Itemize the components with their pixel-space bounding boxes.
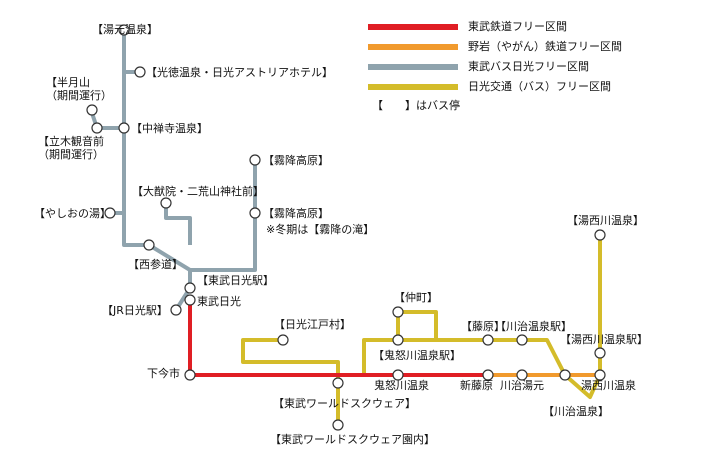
station-markers bbox=[86, 24, 606, 431]
legend-swatch bbox=[368, 24, 458, 30]
station-shinfujiwara bbox=[482, 369, 494, 381]
stop-kirifuri-kogen2 bbox=[249, 207, 261, 219]
label-chuzenji: 【中禅寺温泉】 bbox=[131, 122, 208, 135]
label-fujiwara-bus: 【藤原】 bbox=[461, 320, 505, 333]
label-yashio: 【やしおの湯】 bbox=[34, 207, 111, 220]
station-kinugawa bbox=[392, 369, 404, 381]
legend-swatch bbox=[368, 84, 458, 90]
label-yumoto: 【湯元温泉】 bbox=[92, 23, 158, 36]
route-taiyuin bbox=[164, 203, 192, 245]
legend-label: 東武鉄道フリー区間 bbox=[468, 20, 567, 33]
label-nishisando: 【西参道】 bbox=[128, 258, 183, 271]
station-shimoimaichi bbox=[184, 369, 196, 381]
label-kirifuri-note: ※冬期は【霧降の滝】 bbox=[266, 223, 375, 236]
label-kawaji: 川治湯元 bbox=[500, 379, 544, 392]
legend-swatch bbox=[368, 44, 458, 50]
stop-kotoku bbox=[134, 66, 146, 78]
legend-item-tobu-bus: 東武バス日光フリー区間 bbox=[368, 59, 668, 75]
stop-tobunikko-bus bbox=[184, 282, 196, 294]
station-kawaji bbox=[516, 369, 528, 381]
stop-kinugawa-bus bbox=[392, 334, 404, 346]
label-kirifuri1: 【霧降高原】 bbox=[263, 154, 329, 167]
stop-chuzenji bbox=[118, 122, 130, 134]
legend-swatch bbox=[368, 64, 458, 70]
route-edomura-loop bbox=[241, 338, 340, 383]
label-kinugawa-bus: 【鬼怒川温泉駅】 bbox=[373, 349, 461, 362]
route-kirifuri bbox=[190, 160, 257, 272]
label-kotoku: 【光徳温泉・日光アストリアホテル】 bbox=[146, 66, 333, 79]
tobu-railway bbox=[188, 300, 488, 377]
legend-item-nikko-kotsu: 日光交通（バス）フリー区間 bbox=[368, 79, 668, 95]
stop-edomura bbox=[277, 334, 289, 346]
label-jrnikko: 【JR日光駅】 bbox=[102, 304, 168, 317]
station-yunishigawa bbox=[594, 369, 606, 381]
station-tobunikko bbox=[184, 294, 196, 306]
label-kawaji-onsen-bus: 【川治温泉】 bbox=[543, 405, 609, 418]
label-world: 【東武ワールドスクウェア】 bbox=[273, 397, 416, 410]
stop-yumoto bbox=[118, 24, 130, 36]
legend-item-yagan-railway: 野岩（やがん）鉄道フリー区間 bbox=[368, 39, 668, 55]
stop-nishisando bbox=[143, 239, 155, 251]
legend-label: 東武バス日光フリー区間 bbox=[468, 60, 589, 73]
legend-label: 日光交通（バス）フリー区間 bbox=[468, 80, 611, 93]
label-nakamachi: 【仲町】 bbox=[394, 291, 438, 304]
stop-kirifuri-kogen1 bbox=[249, 154, 261, 166]
route-yunishigawa bbox=[563, 235, 602, 399]
label-kawaji-bus: 【川治温泉駅】 bbox=[495, 320, 572, 333]
label-shinfujiwara: 新藤原 bbox=[460, 379, 493, 392]
stop-yunishigawa-stn bbox=[594, 347, 606, 359]
stop-yashio bbox=[104, 207, 116, 219]
stop-kawaji-stn bbox=[516, 334, 528, 346]
label-yunishigawa: 湯西川温泉 bbox=[581, 379, 636, 392]
stop-jrnikko bbox=[170, 304, 182, 316]
stop-nakamachi bbox=[392, 306, 404, 318]
label-kirifuri2: 【霧降高原】 bbox=[263, 207, 329, 220]
stop-fujiwara bbox=[482, 334, 494, 346]
label-taiyuin: 【大猷院・二荒山神社前】 bbox=[132, 185, 264, 198]
legend-label: 野岩（やがん）鉄道フリー区間 bbox=[468, 40, 622, 53]
label-tobunikko-bus: 【東武日光駅】 bbox=[197, 274, 274, 287]
label-tachiki: 【立木観音前 （期間運行） bbox=[38, 135, 104, 161]
label-shimoimaichi: 下今市 bbox=[147, 367, 180, 380]
label-edomura: 【日光江戸村】 bbox=[274, 318, 351, 331]
route-yumoto-chuzenji bbox=[122, 30, 149, 247]
stop-taiyuin bbox=[160, 197, 172, 209]
stop-yunishigawa-onsen bbox=[594, 229, 606, 241]
stop-tachiki bbox=[91, 122, 103, 134]
label-hangetsu: 【半月山 （期間運行） bbox=[46, 76, 112, 102]
label-yunishigawa-stn-bus: 【湯西川温泉駅】 bbox=[560, 333, 648, 346]
stop-world-in bbox=[332, 419, 344, 431]
label-kinugawa: 鬼怒川温泉 bbox=[374, 379, 429, 392]
stop-kawaji-onsen bbox=[559, 369, 571, 381]
route-nakamachi-loop bbox=[396, 310, 438, 340]
stop-hangetsu bbox=[86, 104, 98, 116]
label-world-in: 【東武ワールドスクウェア園内】 bbox=[270, 433, 435, 446]
legend-note: 【 】はバス停 bbox=[372, 99, 460, 112]
label-tobunikko: 東武日光 bbox=[197, 295, 241, 308]
stop-world bbox=[332, 377, 344, 389]
label-yunishigawa-bus: 【湯西川温泉】 bbox=[567, 214, 644, 227]
legend-item-tobu-railway: 東武鉄道フリー区間 bbox=[368, 19, 668, 35]
